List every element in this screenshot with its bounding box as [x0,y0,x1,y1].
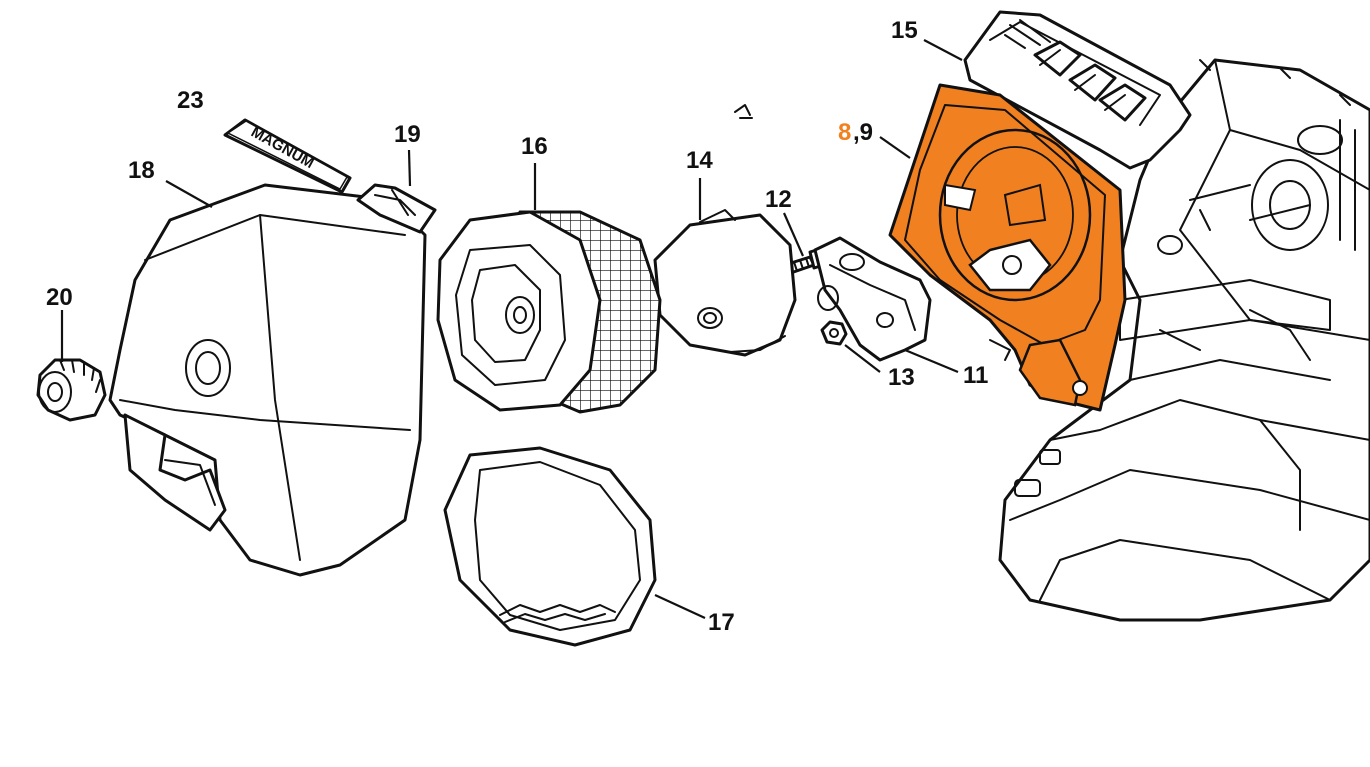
callout-8: 8 [838,119,851,146]
callout-11: 11 [963,362,988,389]
detail-fragment [734,104,753,119]
callout-20: 20 [46,284,73,311]
part-14-prefilter-cover [653,209,797,357]
callout-12: 12 [765,186,792,213]
part-19-clip [356,183,437,234]
leader-lines [60,39,963,619]
machine-housing [998,58,1370,622]
part-17-filter-band [443,446,657,647]
callout-labels: 15 8 ,9 23 19 16 14 12 18 20 13 11 17 [46,17,988,636]
callout-23: 23 [177,87,204,114]
callout-16: 16 [521,133,548,160]
part-8-9-highlighted-plate [888,83,1127,412]
part-16-air-filter [436,210,662,414]
part-23-logo-badge: MAGNUM [223,118,352,194]
callout-17: 17 [708,609,735,636]
callout-14: 14 [686,147,713,174]
part-15-shroud [963,10,1192,170]
callout-13: 13 [888,364,915,391]
callout-18: 18 [128,157,155,184]
callout-9: ,9 [853,119,873,146]
callout-15: 15 [891,17,918,44]
part-11-bracket [813,236,932,362]
callout-19: 19 [394,121,421,148]
part-20-knob [36,358,107,422]
part-18-main-cover [108,183,427,577]
part-13-nut [820,320,848,346]
